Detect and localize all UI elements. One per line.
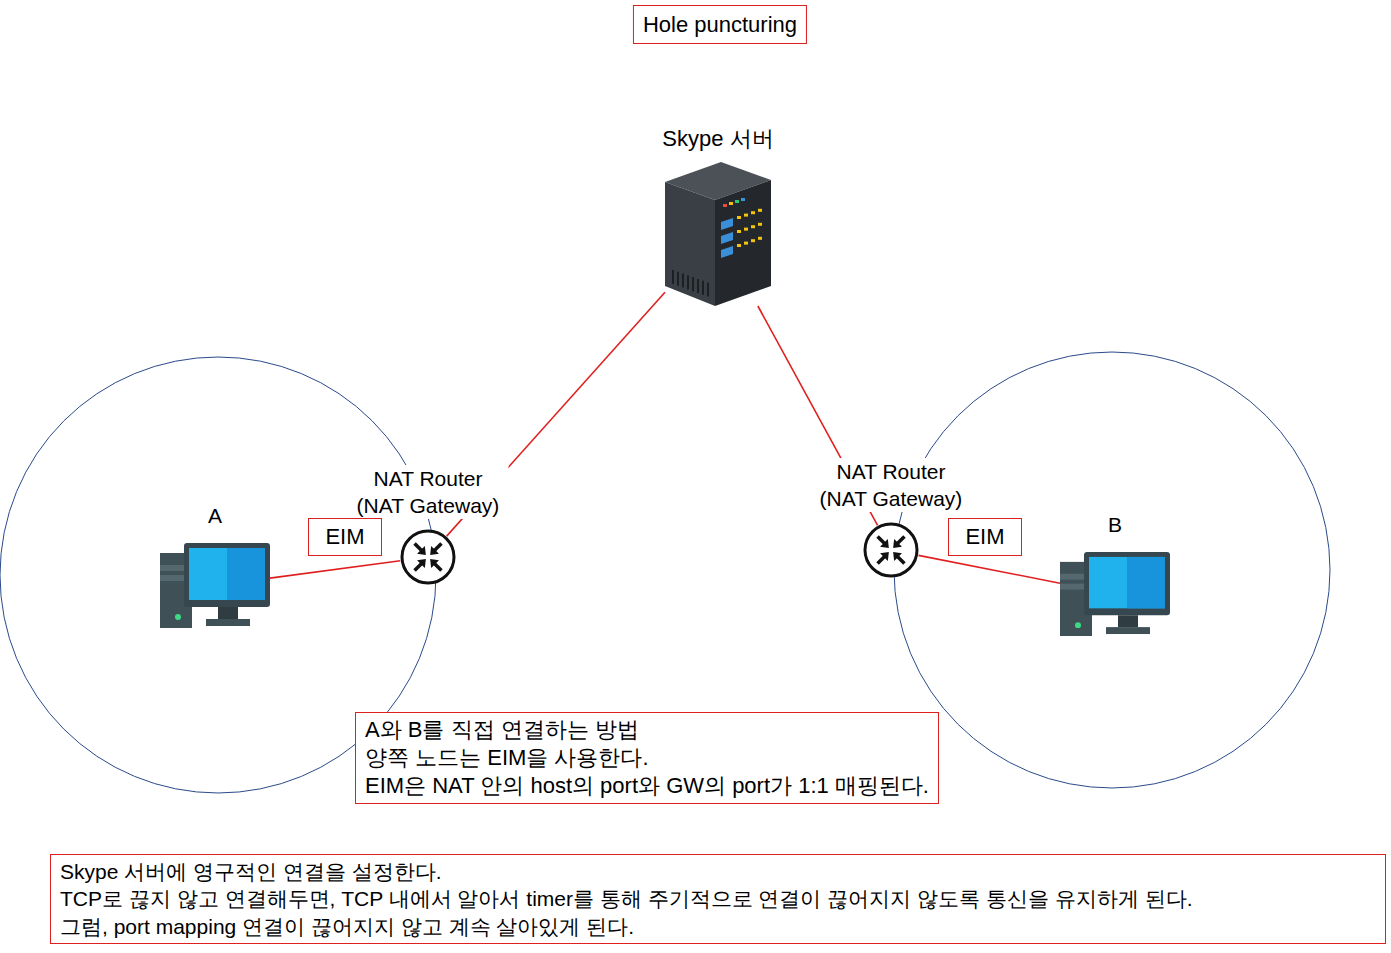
network-link	[270, 561, 400, 578]
eim-box: EIM	[948, 518, 1022, 556]
pc-monitor	[1084, 552, 1170, 615]
node-label: Skype 서버	[659, 125, 776, 152]
router-body	[865, 524, 917, 576]
server-led	[751, 239, 755, 242]
server-light	[741, 198, 745, 201]
router-arrow	[426, 555, 445, 574]
server-bay	[721, 218, 733, 230]
server-led	[744, 228, 748, 231]
pc-monitor	[184, 543, 270, 607]
router-arrow	[889, 533, 908, 552]
server-light	[723, 204, 727, 207]
pc-base	[1106, 627, 1150, 634]
router-arrow-head	[880, 548, 893, 561]
node-label: NAT Router (NAT Gateway)	[348, 465, 509, 519]
server-vent	[697, 279, 699, 293]
router-arrow-head	[417, 546, 430, 559]
router-arrow-head	[426, 555, 439, 568]
pc-screen	[1089, 557, 1165, 608]
server-led	[758, 223, 762, 226]
router-arrow	[874, 548, 893, 567]
pc-screen-shade	[1127, 557, 1165, 608]
server-led	[758, 209, 762, 212]
network-region-b	[894, 352, 1330, 788]
pc-power-led	[175, 614, 181, 620]
router-arrow	[889, 548, 908, 567]
router-arrow-head	[889, 539, 902, 552]
node-label: B	[1105, 511, 1125, 538]
server-left	[665, 182, 715, 306]
node-label: A	[205, 502, 225, 529]
pc-stand	[218, 607, 238, 619]
server-led	[744, 214, 748, 217]
pc-power-led	[1075, 622, 1081, 628]
node-label: NAT Router (NAT Gateway)	[811, 458, 972, 512]
note-line: 양쪽 노드는 EIM을 사용한다.	[365, 744, 929, 772]
server-vent	[707, 283, 709, 297]
server-bay	[721, 232, 733, 244]
note-box: A와 B를 직접 연결하는 방법양쪽 노드는 EIM을 사용한다.EIM은 NA…	[355, 712, 939, 804]
router-arrow-head	[417, 555, 430, 568]
router-arrow	[411, 540, 430, 559]
server-vent	[702, 281, 704, 295]
router-icon	[400, 529, 456, 585]
router-arrow-head	[880, 539, 893, 552]
server-icon	[665, 160, 771, 306]
network-link	[918, 555, 1060, 583]
server-light	[729, 202, 733, 205]
server-node: Skype 서버	[665, 160, 771, 306]
server-led	[758, 237, 762, 240]
pc-screen-shade	[227, 548, 265, 600]
note-line: A와 B를 직접 연결하는 방법	[365, 716, 929, 744]
router-body	[402, 531, 454, 583]
note-line: 그럼, port mapping 연결이 끊어지지 않고 계속 살아있게 된다.	[60, 913, 1376, 941]
server-led	[751, 225, 755, 228]
host-computer: A	[160, 543, 270, 628]
nat-router: NAT Router (NAT Gateway)	[863, 522, 919, 578]
router-arrow	[426, 540, 445, 559]
note-line: TCP로 끊지 않고 연결해두면, TCP 내에서 알아서 timer를 통해 …	[60, 885, 1376, 913]
pc-base	[206, 619, 250, 626]
box-label: EIM	[965, 524, 1004, 550]
server-vent	[672, 270, 674, 284]
server-led	[737, 216, 741, 219]
pc-icon	[1060, 552, 1170, 636]
router-icon	[863, 522, 919, 578]
box-label: EIM	[325, 524, 364, 550]
note-line: Skype 서버에 영구적인 연결을 설정한다.	[60, 858, 1376, 886]
server-led	[744, 242, 748, 245]
pc-icon	[160, 543, 270, 628]
eim-box: EIM	[308, 518, 382, 556]
router-arrow-head	[426, 546, 439, 559]
server-right	[715, 180, 771, 306]
server-led	[737, 230, 741, 233]
pc-stand	[1118, 615, 1138, 627]
server-led	[751, 211, 755, 214]
server-light	[735, 200, 739, 203]
server-vent	[682, 274, 684, 288]
server-vent	[677, 272, 679, 286]
server-vent	[692, 277, 694, 291]
server-vent	[687, 275, 689, 289]
host-computer: B	[1060, 552, 1170, 636]
router-arrow-head	[889, 548, 902, 561]
diagram-title: Hole puncturing	[633, 5, 807, 44]
note-line: EIM은 NAT 안의 host의 port와 GW의 port가 1:1 매핑…	[365, 772, 929, 800]
server-bay	[721, 246, 733, 258]
server-led	[737, 244, 741, 247]
router-arrow	[874, 533, 893, 552]
router-arrow	[411, 555, 430, 574]
note-box: Skype 서버에 영구적인 연결을 설정한다.TCP로 끊지 않고 연결해두면…	[50, 854, 1386, 945]
nat-router: NAT Router (NAT Gateway)	[400, 529, 456, 585]
pc-screen	[189, 548, 265, 600]
